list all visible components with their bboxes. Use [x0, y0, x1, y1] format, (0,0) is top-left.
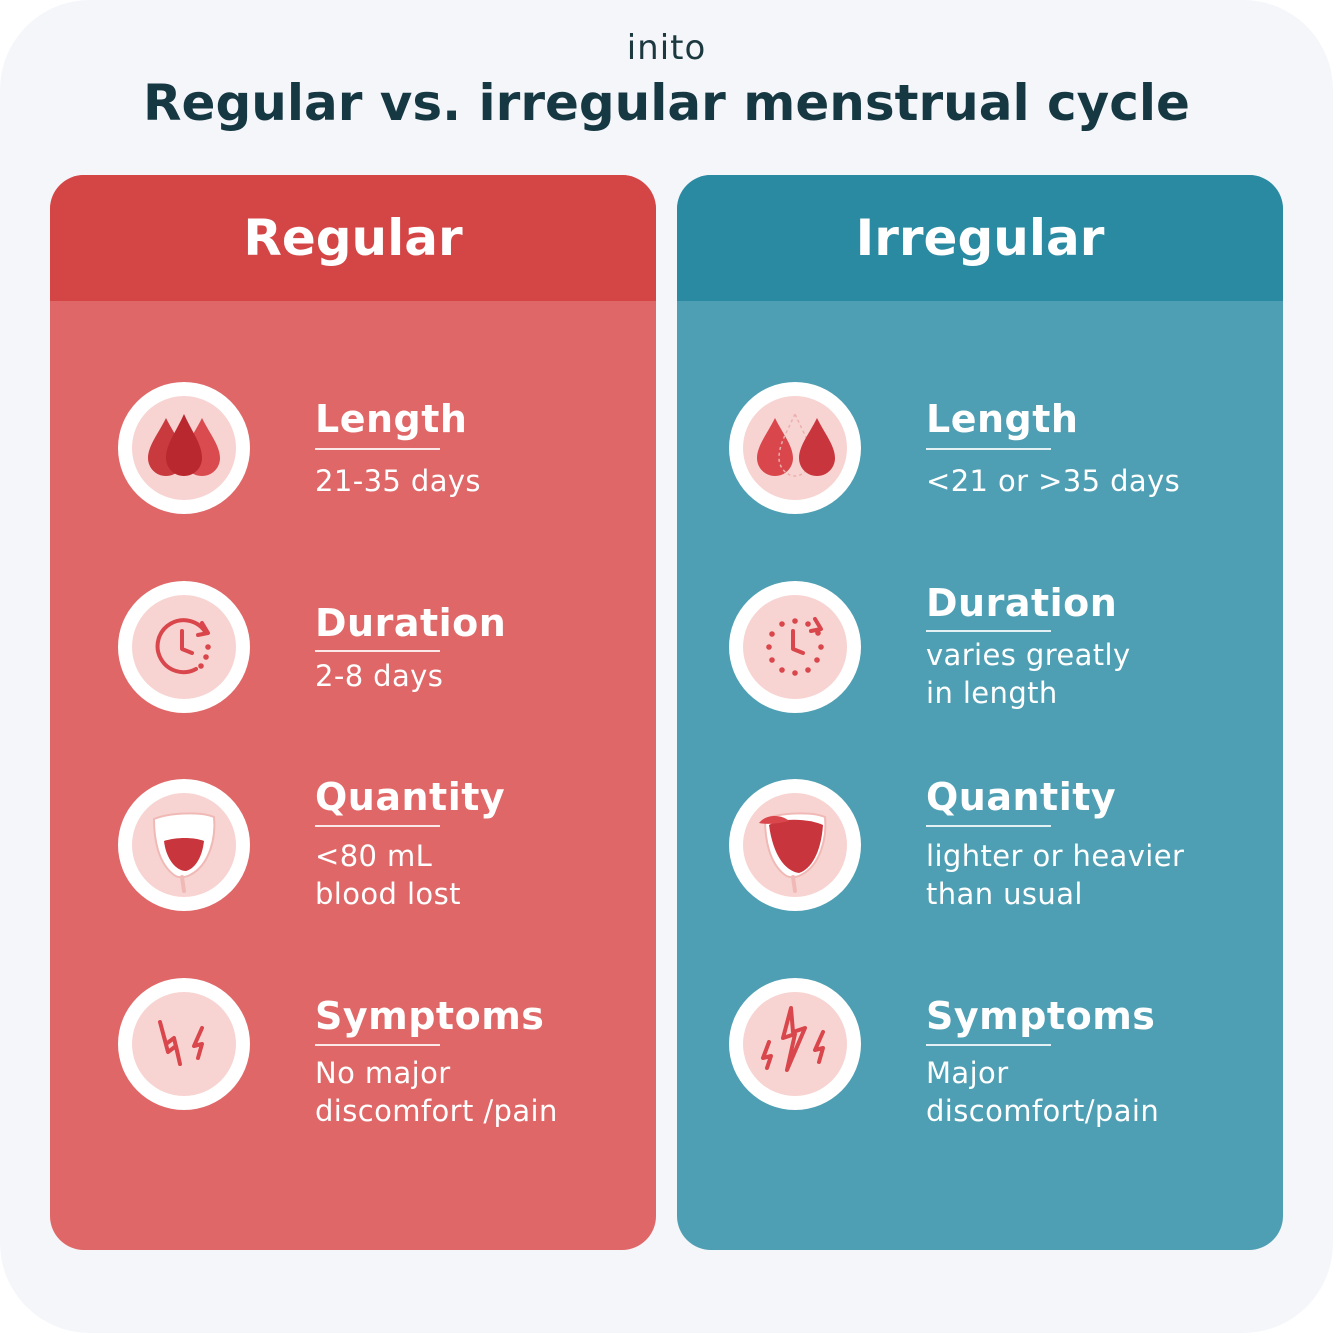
- irregular-symptoms-desc: Major discomfort/pain: [926, 1054, 1266, 1130]
- lightning-icon: [729, 978, 861, 1110]
- regular-quantity-item: Quantity <80 mL blood lost: [50, 775, 656, 919]
- menstrual-cup-icon: [729, 779, 861, 911]
- desc-line: Major: [926, 1056, 1009, 1090]
- irregular-duration-item: Duration varies greatly in length: [677, 581, 1283, 721]
- clock-icon: [118, 581, 250, 713]
- regular-length-item: Length 21-35 days: [50, 382, 656, 522]
- divider: [926, 825, 1051, 827]
- divider: [315, 650, 440, 652]
- regular-panel: Regular Length 21-35 days: [50, 175, 656, 1250]
- blood-drops-icon: [118, 382, 250, 514]
- divider: [926, 630, 1051, 632]
- irregular-symptoms-label: Symptoms: [926, 994, 1156, 1038]
- desc-line: in length: [926, 676, 1058, 710]
- divider: [926, 448, 1051, 450]
- desc-line: No major: [315, 1056, 451, 1090]
- clock-icon: [729, 581, 861, 713]
- irregular-duration-label: Duration: [926, 581, 1118, 625]
- regular-duration-item: Duration 2-8 days: [50, 581, 656, 721]
- regular-symptoms-desc: No major discomfort /pain: [315, 1054, 645, 1130]
- regular-symptoms-item: Symptoms No major discomfort /pain: [50, 978, 656, 1128]
- regular-length-label: Length: [315, 397, 468, 441]
- brand-logo: inito: [626, 28, 707, 68]
- desc-line: discomfort /pain: [315, 1094, 558, 1128]
- regular-duration-label: Duration: [315, 601, 507, 645]
- menstrual-cup-icon: [118, 779, 250, 911]
- irregular-length-desc: <21 or >35 days: [926, 464, 1181, 498]
- irregular-heading: Irregular: [677, 175, 1283, 301]
- irregular-duration-desc: varies greatly in length: [926, 636, 1266, 712]
- regular-length-desc: 21-35 days: [315, 464, 481, 498]
- page-title: Regular vs. irregular menstrual cycle: [143, 74, 1190, 132]
- desc-line: lighter or heavier: [926, 839, 1185, 873]
- desc-line: blood lost: [315, 877, 461, 911]
- desc-line: discomfort/pain: [926, 1094, 1160, 1128]
- irregular-panel: Irregular Length <21 or >35 days: [677, 175, 1283, 1250]
- regular-quantity-label: Quantity: [315, 775, 506, 819]
- regular-quantity-desc: <80 mL blood lost: [315, 837, 635, 913]
- regular-symptoms-label: Symptoms: [315, 994, 545, 1038]
- desc-line: varies greatly: [926, 638, 1131, 672]
- divider: [315, 825, 440, 827]
- desc-line: <80 mL: [315, 839, 433, 873]
- divider: [926, 1044, 1051, 1046]
- regular-duration-desc: 2-8 days: [315, 659, 444, 693]
- irregular-length-item: Length <21 or >35 days: [677, 382, 1283, 522]
- regular-heading: Regular: [50, 175, 656, 301]
- divider: [315, 448, 440, 450]
- divider: [315, 1044, 440, 1046]
- irregular-quantity-item: Quantity lighter or heavier than usual: [677, 775, 1283, 919]
- irregular-length-label: Length: [926, 397, 1079, 441]
- lightning-icon: [118, 978, 250, 1110]
- irregular-quantity-desc: lighter or heavier than usual: [926, 837, 1276, 913]
- desc-line: than usual: [926, 877, 1083, 911]
- irregular-symptoms-item: Symptoms Major discomfort/pain: [677, 978, 1283, 1128]
- irregular-quantity-label: Quantity: [926, 775, 1117, 819]
- blood-drops-icon: [729, 382, 861, 514]
